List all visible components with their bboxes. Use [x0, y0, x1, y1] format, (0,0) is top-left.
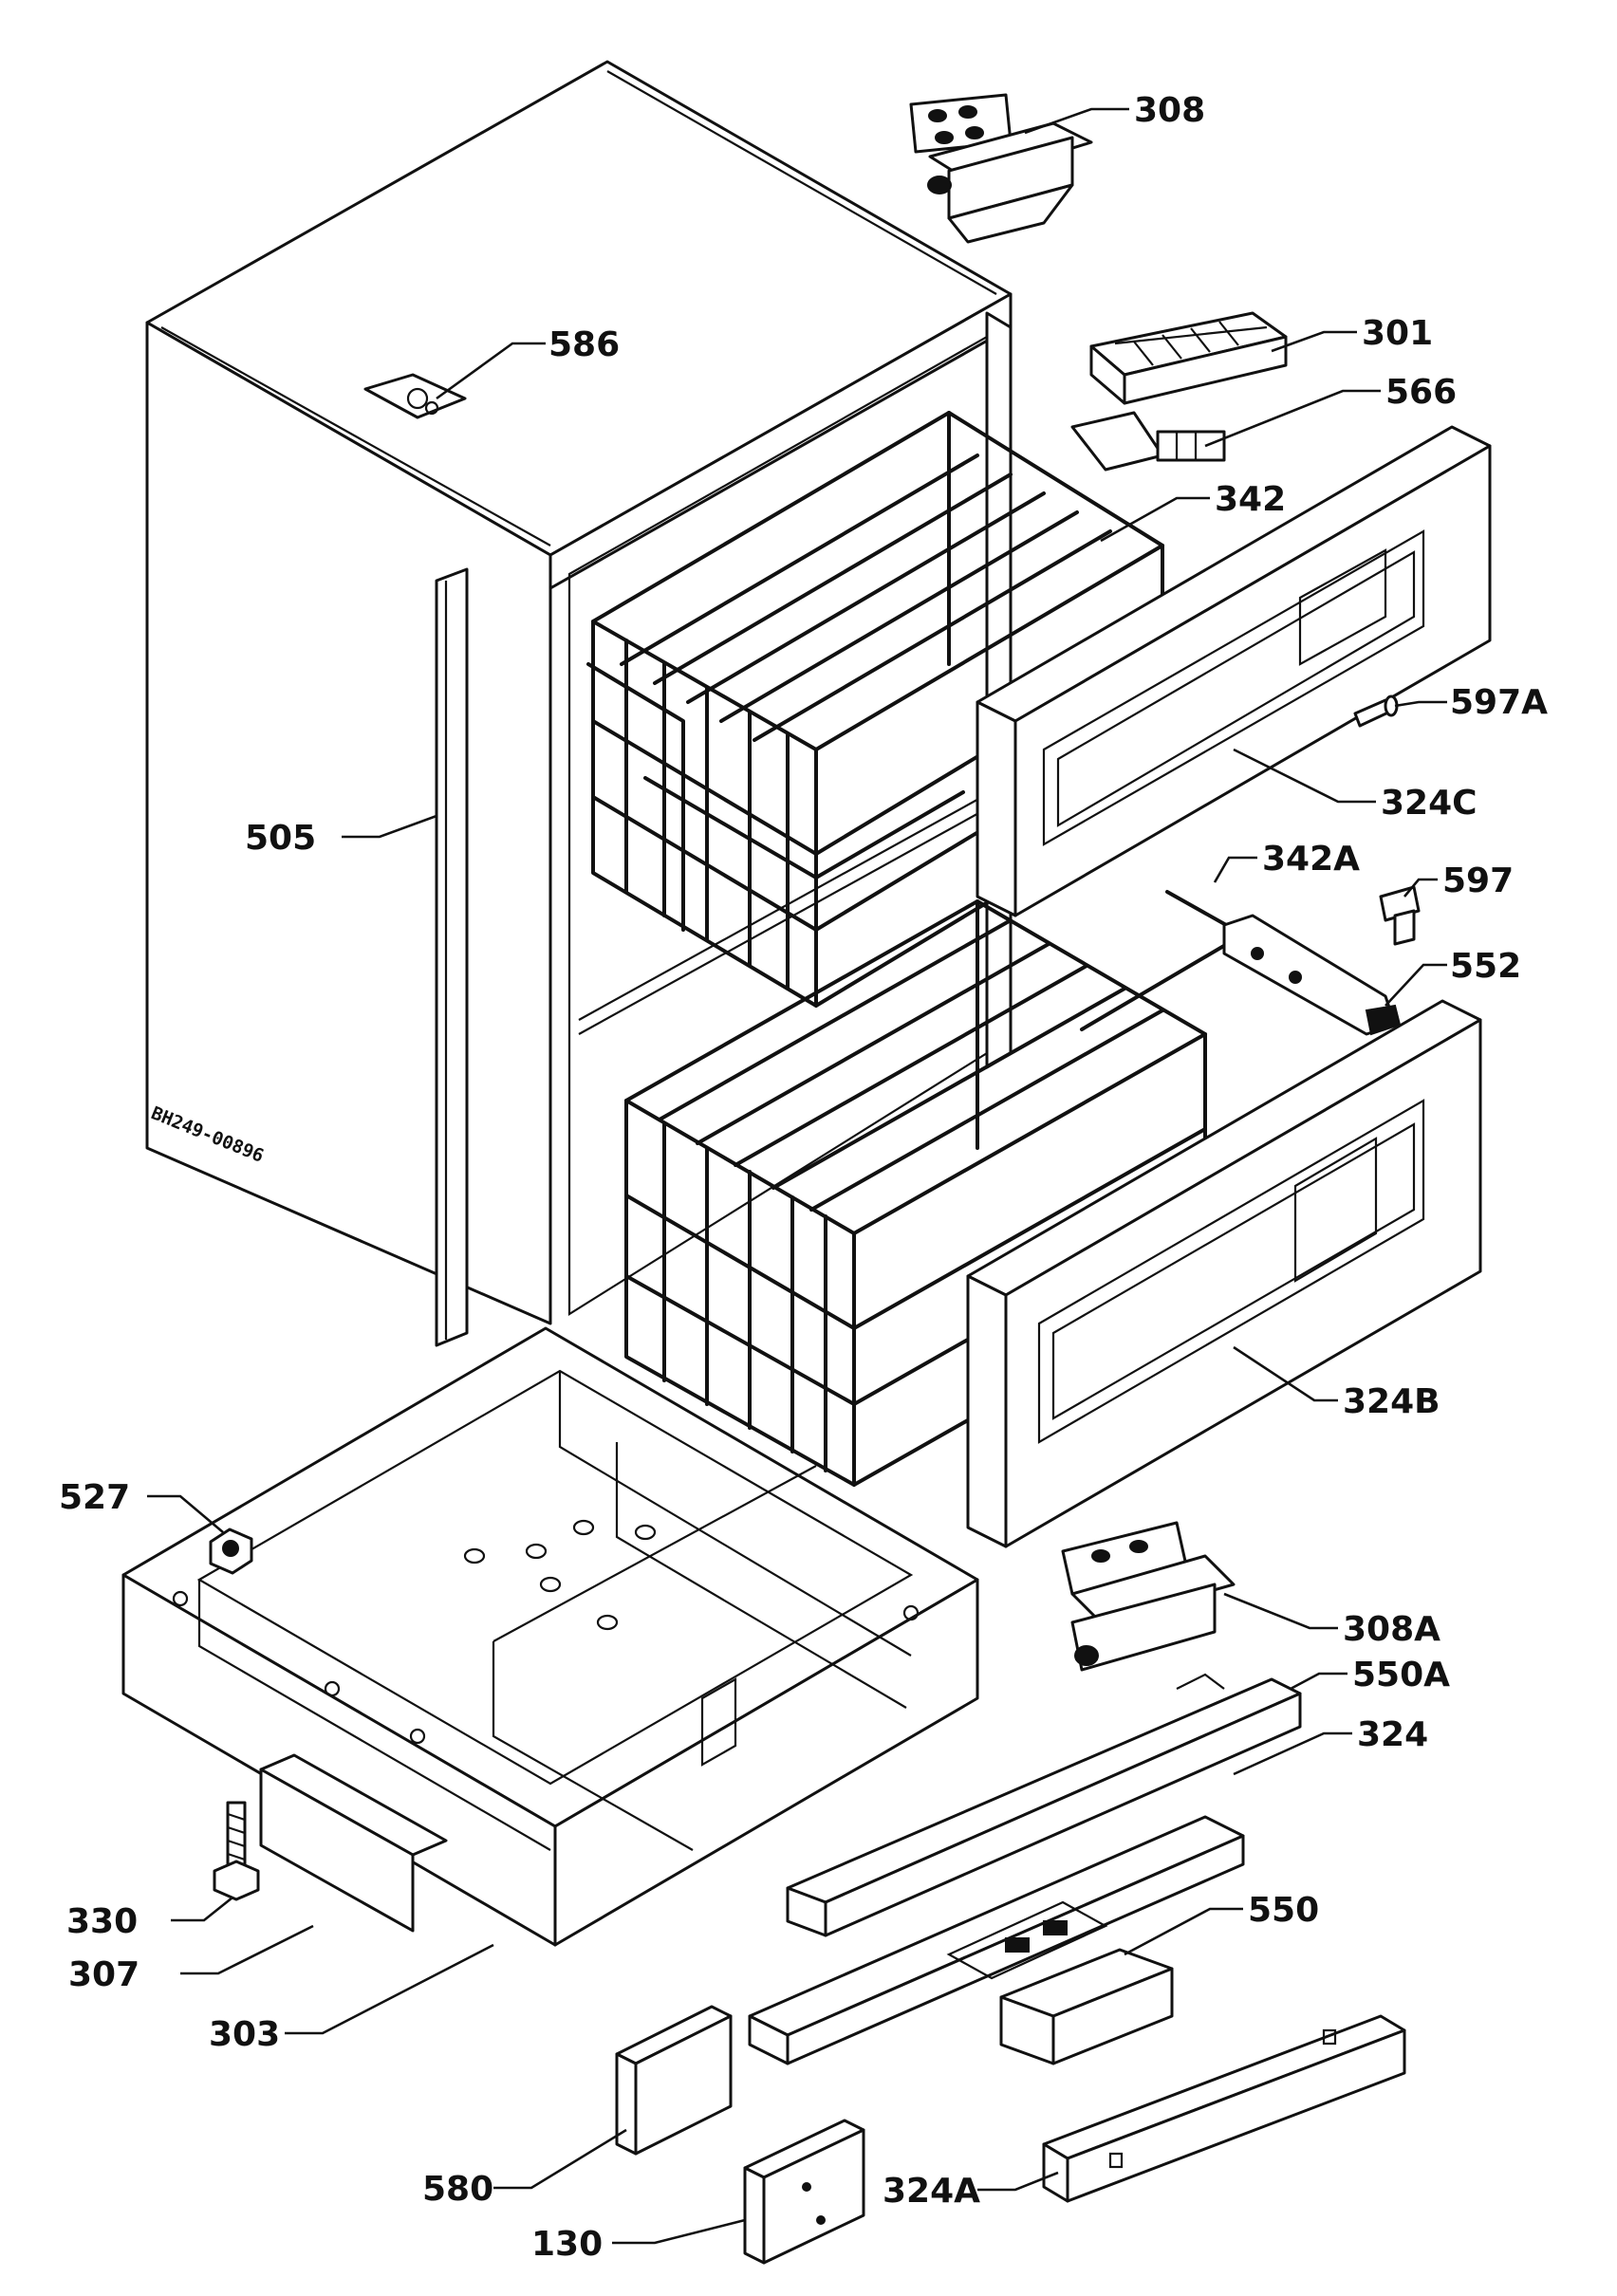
label-342A: 342A: [1262, 840, 1360, 879]
nut-part-527: [209, 1528, 253, 1575]
label-552: 552: [1450, 947, 1521, 986]
label-505: 505: [245, 819, 316, 858]
trim-strip-part-324A: [1042, 2014, 1406, 2203]
label-308: 308: [1134, 91, 1205, 130]
label-550A: 550A: [1352, 1656, 1450, 1694]
leader-lines: [147, 107, 1447, 2245]
label-597A: 597A: [1450, 683, 1548, 722]
top-hinge-part-308: [909, 93, 1093, 244]
lower-basket-part-342A: [624, 890, 1245, 1487]
rail-part-552: [1222, 914, 1402, 1036]
hinge-cover-part-550A: [786, 1673, 1302, 1937]
label-330: 330: [66, 1902, 138, 1941]
label-301: 301: [1362, 314, 1433, 353]
label-342: 342: [1215, 480, 1286, 519]
scraper-part-566: [1070, 411, 1226, 472]
plate-part-130: [743, 2119, 865, 2265]
label-307: 307: [68, 1955, 139, 1994]
label-586: 586: [548, 325, 620, 364]
upper-drawer-front-part-324C: [976, 425, 1492, 917]
label-566: 566: [1385, 373, 1457, 412]
label-550: 550: [1248, 1891, 1319, 1930]
door-gasket-part-505: [435, 567, 469, 1347]
hinge-part-586: [363, 373, 467, 419]
label-597: 597: [1442, 861, 1514, 900]
label-527: 527: [59, 1478, 130, 1517]
label-324C: 324C: [1381, 784, 1478, 823]
callout-labels: 308 586 301 566 342 597A 324C 505 342A 5…: [59, 91, 1548, 2264]
label-324: 324: [1357, 1715, 1428, 1754]
cabinet: BH249-00896: [145, 60, 1013, 1325]
ice-tray-part-301: [1089, 311, 1288, 405]
label-324B: 324B: [1343, 1382, 1440, 1421]
filter-pad-part-580: [615, 2005, 733, 2156]
base-plinth-part-303: [121, 1326, 979, 1947]
kick-plate-part-324: [748, 1815, 1245, 2065]
foot-cover-part-307: [259, 1753, 448, 1933]
panel-part-550: [999, 1948, 1174, 2065]
bottom-hinge-part-308A: [1061, 1521, 1236, 1672]
lower-drawer-front-part-324B: [966, 999, 1482, 1548]
label-308A: 308A: [1343, 1610, 1440, 1649]
label-580: 580: [422, 2170, 493, 2209]
label-324A: 324A: [883, 2172, 980, 2211]
clip-part-597: [1379, 885, 1421, 946]
label-130: 130: [531, 2225, 603, 2264]
label-303: 303: [209, 2015, 280, 2054]
leveling-screw-part-330: [213, 1801, 260, 1901]
